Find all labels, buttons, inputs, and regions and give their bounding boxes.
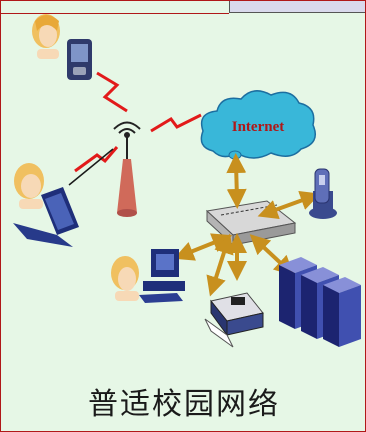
internet-label: Internet [232,119,285,135]
phone-icon [309,168,337,219]
printer-icon [204,292,264,348]
desktop-computer-icon [139,249,185,303]
cloud-icon [200,90,316,160]
wireless-link-icon [74,71,202,173]
top-rule [1,13,229,14]
person-icon [111,256,139,301]
diagram-caption: 普适校园网络 [88,387,280,422]
person-icon [14,163,44,209]
laptop-icon [13,187,79,247]
access-point-icon [113,121,141,217]
server-icon [323,277,361,347]
pda-icon [67,39,92,80]
corner-panel [229,1,365,13]
wireless-link-line [68,148,114,186]
connection-arrows [173,153,321,297]
person-icon [32,14,60,59]
